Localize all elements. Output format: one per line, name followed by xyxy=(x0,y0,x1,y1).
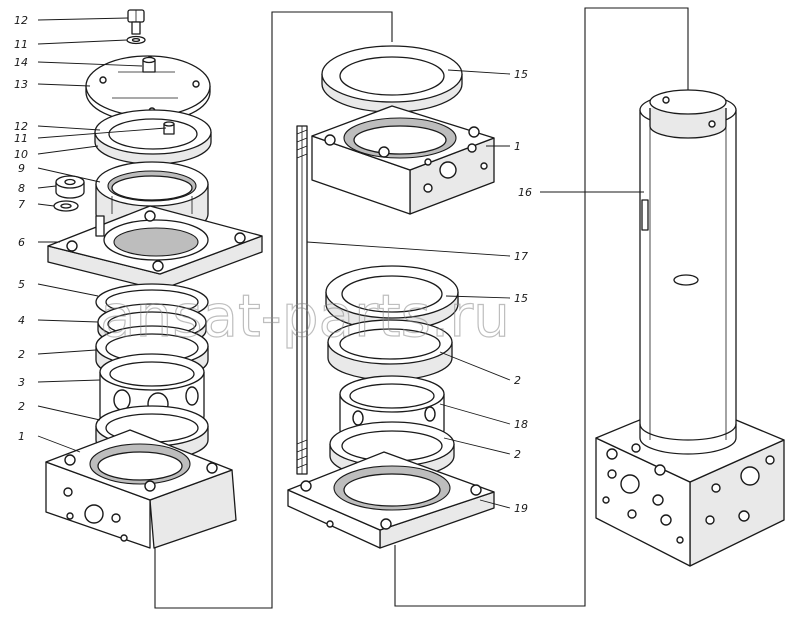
grease-fitting-14 xyxy=(142,56,156,73)
callout-11-second: 11 xyxy=(14,132,28,145)
callout-1-housing: 1 xyxy=(18,430,25,443)
assembly-connector-lines xyxy=(154,7,689,609)
callout-15-ring-lower: 15 xyxy=(514,292,528,305)
callout-8-nut: 8 xyxy=(18,182,25,195)
left-stack xyxy=(45,9,263,549)
cylinder-16 xyxy=(639,89,737,455)
callout-12-second: 12 xyxy=(14,120,28,133)
bushing-2-middle-upper xyxy=(327,319,453,381)
callout-11-washer: 11 xyxy=(14,38,28,51)
callout-15-ring-upper: 15 xyxy=(514,68,528,81)
callout-16-cylinder: 16 xyxy=(518,186,532,199)
callout-10-ring: 10 xyxy=(14,148,28,161)
callout-5-ring: 5 xyxy=(18,278,25,291)
leader-lines xyxy=(37,17,644,509)
callout-9-bearing: 9 xyxy=(18,162,25,175)
stud-17 xyxy=(296,125,308,475)
callout-2-bushing-middle: 2 xyxy=(514,374,521,387)
callout-2-bushing-lower: 2 xyxy=(18,400,25,413)
callout-labels: 12 11 14 13 12 11 10 9 8 7 6 5 4 2 3 2 1… xyxy=(14,14,532,515)
washer-7 xyxy=(53,200,79,212)
callout-3-cage: 3 xyxy=(18,376,25,389)
housing-1-middle xyxy=(311,105,495,215)
callout-18-bushing: 18 xyxy=(514,418,528,431)
callout-2-bushing-upper: 2 xyxy=(18,348,25,361)
callout-17-stud: 17 xyxy=(514,250,528,263)
callout-13-cover: 13 xyxy=(14,78,28,91)
callout-14-fitting: 14 xyxy=(14,56,28,69)
nut-8 xyxy=(55,175,85,199)
callout-7-washer: 7 xyxy=(18,198,25,211)
ring-15-lower xyxy=(325,265,459,331)
flange-19 xyxy=(287,451,495,549)
callout-6-flange: 6 xyxy=(18,236,25,249)
washer-11 xyxy=(126,35,146,45)
callout-2-bushing-bottom: 2 xyxy=(514,448,521,461)
callout-19-flange: 19 xyxy=(514,502,528,515)
callout-12-bolt: 12 xyxy=(14,14,28,27)
ring-10 xyxy=(94,109,212,165)
callout-1-block: 1 xyxy=(514,140,521,153)
right-assembly xyxy=(595,89,785,567)
callout-4-ring: 4 xyxy=(18,314,25,327)
housing-1-left xyxy=(45,429,237,549)
middle-stack xyxy=(287,45,495,549)
bolt-12 xyxy=(127,9,145,35)
ring-15-upper xyxy=(321,45,463,113)
flange-6 xyxy=(47,205,263,291)
watermark: ansat-parts.ru xyxy=(100,282,510,350)
